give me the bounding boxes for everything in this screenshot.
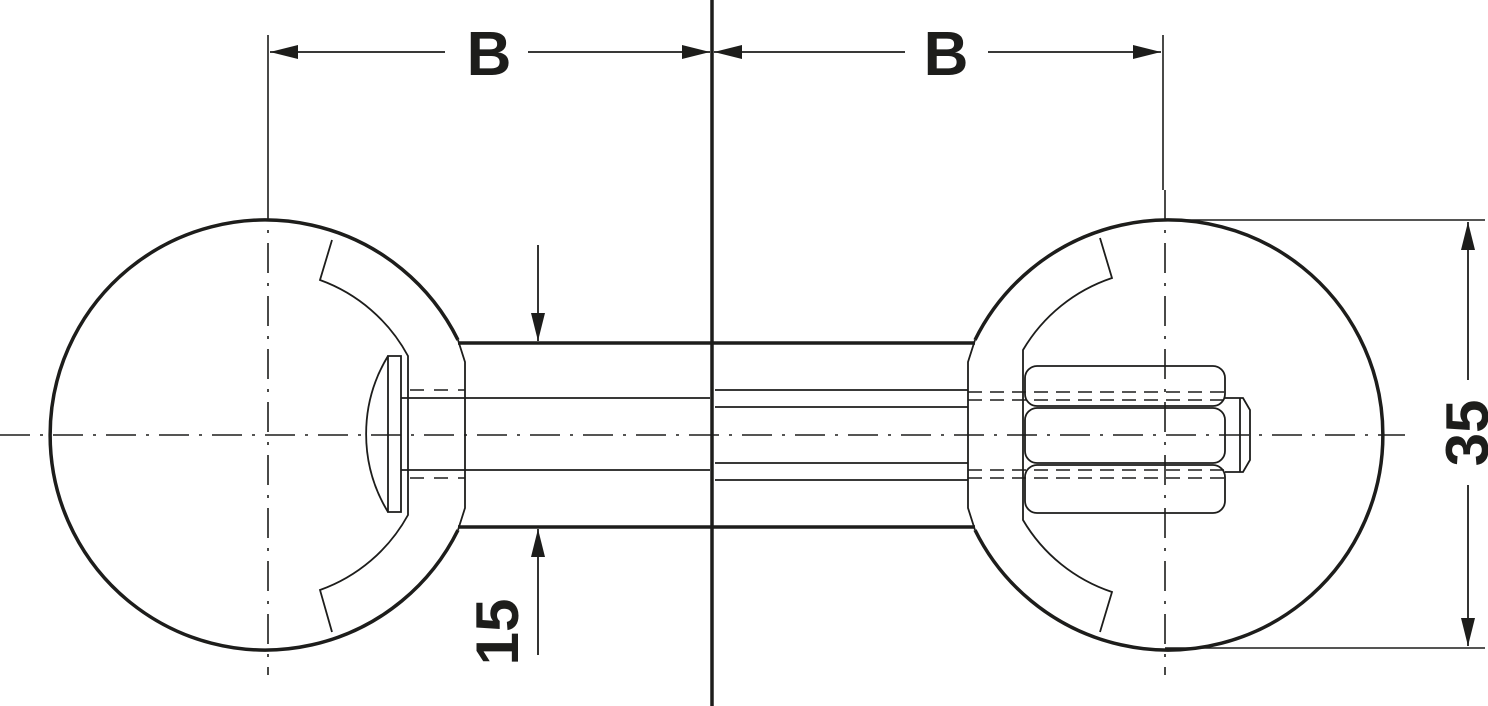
- dimension-label-b-right: B: [924, 20, 969, 89]
- dimension-label-35: 35: [1434, 400, 1488, 467]
- dimension-label-15: 15: [464, 599, 531, 666]
- hex-nut: [1024, 365, 1226, 514]
- right-ball-outline: [973, 218, 1385, 652]
- left-ball-slot: [318, 239, 409, 633]
- screw-head: [365, 355, 402, 513]
- dimension-label-b-left: B: [467, 20, 512, 89]
- right-ball-slot: [1022, 237, 1114, 633]
- left-ball-outline: [48, 218, 460, 652]
- bolt-tip: [1225, 397, 1251, 473]
- right-ball-neck: [967, 339, 976, 531]
- left-ball-neck: [457, 339, 466, 531]
